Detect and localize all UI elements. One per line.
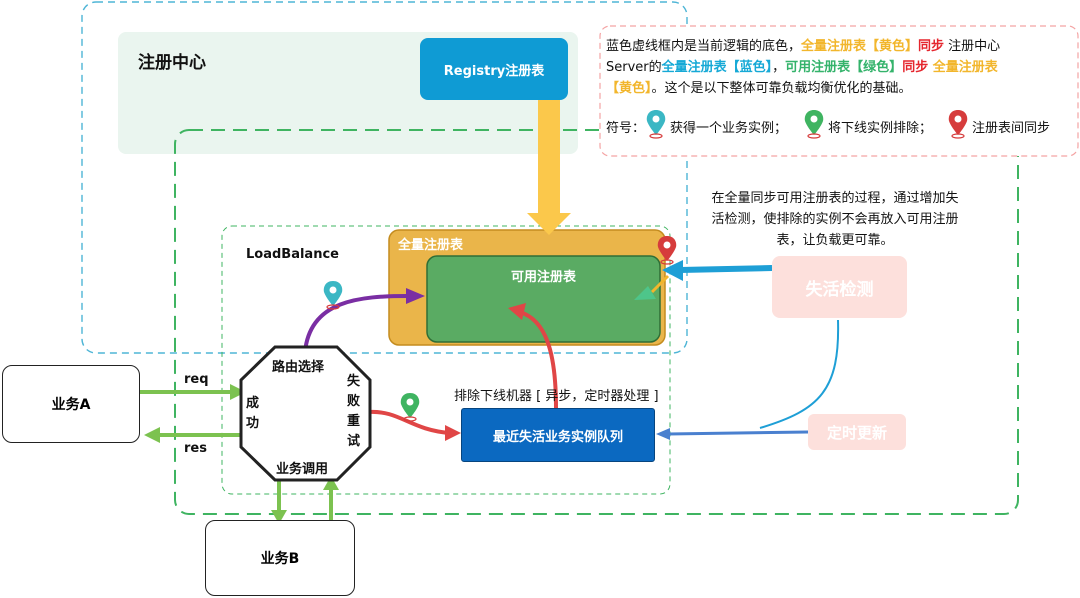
teal-liveness-curve xyxy=(759,319,840,429)
loadbalance-frame xyxy=(221,225,671,495)
legend-line1-part3: 同步 xyxy=(918,39,945,54)
registry-box: Registry注册表 xyxy=(420,38,568,100)
exclude-label: 排除下线机器 [ 异步，定时器处理 ] xyxy=(454,389,659,404)
success-label: 成功 xyxy=(246,396,260,431)
red-pin-icon xyxy=(657,236,677,265)
liveness-note: 在全量同步可用注册表的过程，通过增加失 活检测，使排除的实例不会再放入可用注册 … xyxy=(680,188,990,251)
retry-label: 失败重试 xyxy=(347,374,361,449)
loadbalance-title: LoadBalance xyxy=(246,247,339,262)
legend-line2-part1: Server的 xyxy=(606,60,662,75)
yellow-sync-arrow-head xyxy=(527,213,571,235)
red-exclude-arrow xyxy=(519,310,558,409)
business-b-box: 业务B xyxy=(205,520,355,596)
legend-line2-part5: 同步 xyxy=(902,60,929,75)
red-retry-arrow-head xyxy=(445,425,461,441)
legend-line2-part2: 全量注册表【蓝色】 xyxy=(661,60,773,75)
legend-line-3: 【黄色】。这个是以下整体可靠负载均衡优化的基础。 xyxy=(606,78,912,99)
legend-line2-part4: 可用注册表【绿色】 xyxy=(785,60,903,75)
legend-symbol-red: 注册表间同步 xyxy=(972,121,1051,136)
yellow-sync-arrow-shaft xyxy=(538,84,560,214)
timer-to-queue-arrow xyxy=(667,430,809,436)
registry-center-title: 注册中心 xyxy=(138,53,206,73)
legend-line2-part6: 全量注册表 xyxy=(928,60,998,75)
business-a-box: 业务A xyxy=(2,365,140,443)
legend-line1-part4: 注册中心 xyxy=(944,39,1001,54)
teal-pin-icon xyxy=(323,281,343,310)
liveness-check-box: 失活检测 xyxy=(772,256,907,318)
green-pin-icon xyxy=(400,393,420,422)
legend-green-pin-icon xyxy=(804,110,824,139)
recent-queue-box: 最近失活业务实例队列 xyxy=(461,408,655,462)
res-arrow-head xyxy=(144,427,160,443)
legend-teal-pin-icon xyxy=(646,110,666,139)
legend-line-1: 蓝色虚线框内是当前逻辑的底色，全量注册表【黄色】同步 注册中心 xyxy=(606,36,1000,57)
legend-line3-part2: 。这个是以下整体可靠负载均衡优化的基础。 xyxy=(651,81,912,96)
legend-symbol-green: 将下线实例排除； xyxy=(828,121,933,136)
full-registry-label: 全量注册表 xyxy=(398,238,464,253)
blue-dashed-frame xyxy=(81,1,688,354)
routing-octagon xyxy=(239,345,372,482)
liveness-note-line3: 表，让负载更可靠。 xyxy=(776,233,894,248)
blue-liveness-arrow xyxy=(679,265,773,273)
purple-route-arrow xyxy=(303,294,409,353)
liveness-note-line1: 在全量同步可用注册表的过程，通过增加失 xyxy=(711,191,959,206)
route-select-label: 路由选择 xyxy=(272,360,325,375)
legend-symbol-teal: 获得一个业务实例； xyxy=(670,121,788,136)
purple-route-arrow-head xyxy=(406,288,425,304)
legend-line2-part3: ， xyxy=(772,60,786,75)
legend-line1-part1: 蓝色虚线框内是当前逻辑的底色， xyxy=(606,39,802,54)
timer-to-queue-arrow-head xyxy=(656,428,670,440)
available-registry-box xyxy=(426,255,661,343)
liveness-note-line2: 活检测，使排除的实例不会再放入可用注册 xyxy=(711,212,959,227)
small-green-arrow-head xyxy=(634,286,656,300)
available-registry-label: 可用注册表 xyxy=(510,270,576,285)
small-yellow-arrow xyxy=(650,274,670,294)
req-arrow-head xyxy=(230,384,246,400)
red-exclude-arrow-head xyxy=(508,303,526,320)
call-down-arrow-head xyxy=(271,510,287,524)
legend-line-2: Server的全量注册表【蓝色】，可用注册表【绿色】同步 全量注册表 xyxy=(606,57,998,78)
green-dashed-frame xyxy=(174,129,1019,515)
req-label: req xyxy=(184,372,209,387)
blue-liveness-arrow-head xyxy=(662,260,683,281)
legend-red-pin-icon xyxy=(948,110,968,139)
business-call-label: 业务调用 xyxy=(276,462,329,477)
legend-line1-part2: 全量注册表【黄色】 xyxy=(801,39,919,54)
legend-symbol-prefix: 符号： xyxy=(606,121,646,136)
timer-update-box: 定时更新 xyxy=(808,414,906,450)
call-up-arrow-head xyxy=(323,476,339,490)
res-label: res xyxy=(184,441,207,456)
legend-line3-part1: 【黄色】 xyxy=(606,81,652,96)
